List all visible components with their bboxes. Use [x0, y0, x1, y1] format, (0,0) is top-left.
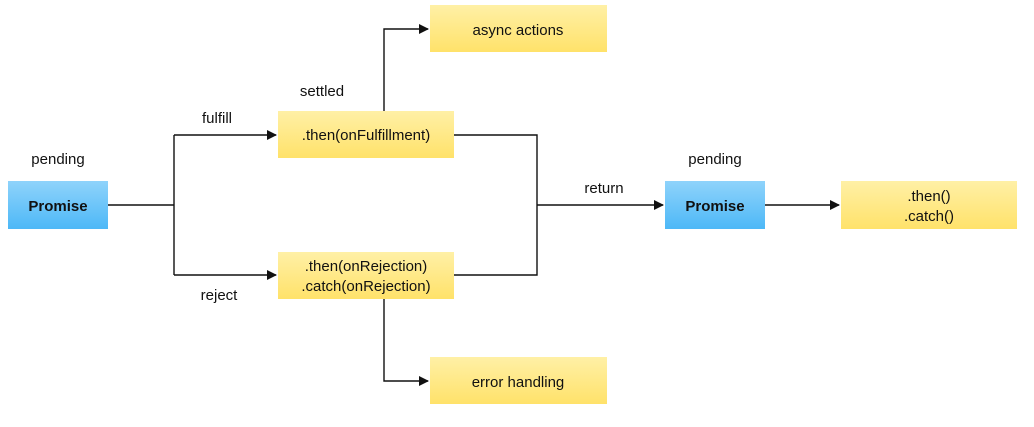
promise-right-node: Promise [665, 181, 765, 229]
then-fulfillment-label: .then(onFulfillment) [302, 127, 430, 144]
catch-rejection-line2: .catch(onRejection) [301, 278, 430, 295]
error-handling-node: error handling [430, 357, 607, 404]
async-actions-node: async actions [430, 5, 607, 52]
return-label: return [584, 180, 623, 197]
then-rejection-node: .then(onRejection) .catch(onRejection) [278, 252, 454, 299]
async-actions-label: async actions [473, 22, 564, 39]
then-catch-node: .then() .catch() [841, 181, 1017, 229]
fulfill-label: fulfill [202, 110, 232, 127]
catch-line2: .catch() [904, 208, 954, 225]
then-fulfillment-node: .then(onFulfillment) [278, 111, 454, 158]
then-line1: .then() [907, 188, 950, 205]
connector-fulfillment-merge [454, 134, 538, 205]
error-handling-arrow [383, 299, 429, 386]
error-handling-label: error handling [472, 374, 565, 391]
connectors [108, 24, 840, 386]
settled-label: settled [300, 83, 344, 100]
then-rejection-line1: .then(onRejection) [305, 258, 428, 275]
right-pending-label: pending [688, 151, 741, 168]
async-actions-arrow [383, 24, 429, 111]
connector-rejection-merge [454, 205, 538, 276]
left-pending-label: pending [31, 151, 84, 168]
reject-label: reject [201, 287, 239, 304]
promise-left-node: Promise [8, 181, 108, 229]
promise-left-label: Promise [28, 198, 87, 215]
promise-right-label: Promise [685, 198, 744, 215]
